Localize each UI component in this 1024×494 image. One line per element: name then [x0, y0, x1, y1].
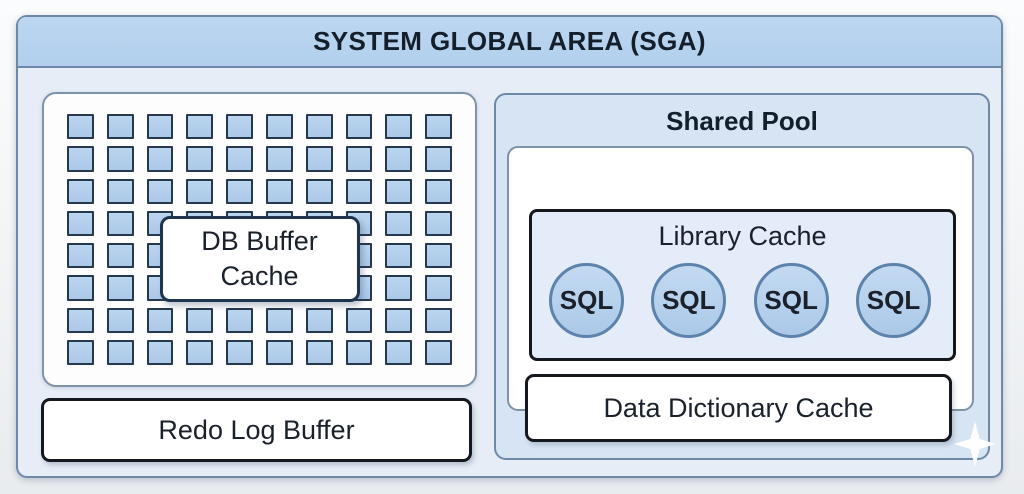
- library-cache-box: Library Cache SQL SQL SQL SQL: [529, 209, 956, 361]
- redo-log-buffer-label: Redo Log Buffer: [158, 414, 355, 445]
- sql-circle: SQL: [855, 262, 931, 338]
- buffer-block: [385, 210, 413, 236]
- buffer-block: [186, 307, 214, 333]
- buffer-block: [186, 146, 214, 172]
- buffer-block: [425, 275, 452, 301]
- sql-circle: SQL: [753, 262, 829, 338]
- buffer-block: [345, 339, 373, 365]
- buffer-block: [425, 114, 452, 140]
- buffer-block: [265, 146, 293, 172]
- buffer-block: [385, 243, 413, 269]
- buffer-block: [226, 307, 253, 333]
- buffer-block: [226, 339, 253, 365]
- buffer-block: [67, 178, 94, 204]
- shared-pool-inner-panel: Library Cache SQL SQL SQL SQL: [507, 146, 974, 411]
- buffer-block: [67, 307, 94, 333]
- db-buffer-cache-label: DB Buffer Cache: [159, 216, 360, 302]
- data-dictionary-cache-box: Data Dictionary Cache: [525, 374, 952, 442]
- buffer-block: [226, 178, 253, 204]
- buffer-block: [305, 178, 333, 204]
- db-buffer-cache-container: DB Buffer Cache: [42, 92, 477, 387]
- sql-circle: SQL: [549, 262, 624, 338]
- buffer-block: [106, 146, 134, 172]
- shared-pool-title: Shared Pool: [666, 106, 818, 136]
- buffer-block: [425, 243, 452, 269]
- buffer-block: [385, 146, 413, 172]
- buffer-block: [146, 178, 174, 204]
- buffer-block: [67, 339, 94, 365]
- buffer-block: [425, 146, 452, 172]
- buffer-block: [226, 114, 253, 140]
- buffer-block: [265, 307, 293, 333]
- buffer-block: [345, 307, 373, 333]
- sparkle-icon: [954, 421, 996, 467]
- buffer-block: [345, 178, 373, 204]
- buffer-block: [425, 307, 452, 333]
- buffer-block: [385, 114, 413, 140]
- buffer-block: [67, 275, 94, 301]
- buffer-block: [226, 146, 253, 172]
- sql-circles-row: SQL SQL SQL SQL: [532, 252, 953, 358]
- sql-circle: SQL: [651, 262, 727, 338]
- buffer-block: [305, 114, 333, 140]
- buffer-block: [67, 114, 94, 140]
- redo-log-buffer-box: Redo Log Buffer: [41, 398, 472, 462]
- buffer-block: [385, 275, 413, 301]
- buffer-block: [106, 275, 134, 301]
- sga-title: SYSTEM GLOBAL AREA (SGA): [313, 26, 706, 56]
- buffer-block: [146, 146, 174, 172]
- buffer-block: [146, 114, 174, 140]
- buffer-block: [305, 307, 333, 333]
- buffer-block: [67, 146, 94, 172]
- buffer-grid: [44, 94, 475, 385]
- buffer-block: [385, 178, 413, 204]
- data-dictionary-cache-label: Data Dictionary Cache: [603, 392, 874, 423]
- buffer-block: [345, 114, 373, 140]
- buffer-block: [305, 146, 333, 172]
- buffer-block: [385, 339, 413, 365]
- buffer-block: [305, 339, 333, 365]
- buffer-block: [345, 146, 373, 172]
- buffer-block: [186, 114, 214, 140]
- buffer-block: [425, 178, 452, 204]
- buffer-block: [425, 210, 452, 236]
- sga-container: SYSTEM GLOBAL AREA (SGA) DB Buffer Cache…: [16, 15, 1003, 478]
- buffer-block: [186, 178, 214, 204]
- buffer-block: [67, 210, 94, 236]
- library-cache-title: Library Cache: [658, 221, 827, 251]
- buffer-block: [106, 178, 134, 204]
- sga-header: SYSTEM GLOBAL AREA (SGA): [18, 17, 1001, 68]
- buffer-block: [106, 307, 134, 333]
- buffer-block: [106, 210, 134, 236]
- buffer-block: [67, 243, 94, 269]
- buffer-block: [265, 339, 293, 365]
- buffer-block: [106, 243, 134, 269]
- buffer-block: [186, 339, 214, 365]
- shared-pool-container: Shared Pool Library Cache SQL SQL SQL SQL D…: [494, 93, 996, 467]
- buffer-block: [425, 339, 452, 365]
- buffer-block: [265, 114, 293, 140]
- buffer-block: [106, 114, 134, 140]
- buffer-block: [385, 307, 413, 333]
- buffer-block: [146, 307, 174, 333]
- buffer-block: [146, 339, 174, 365]
- buffer-block: [106, 339, 134, 365]
- buffer-block: [265, 178, 293, 204]
